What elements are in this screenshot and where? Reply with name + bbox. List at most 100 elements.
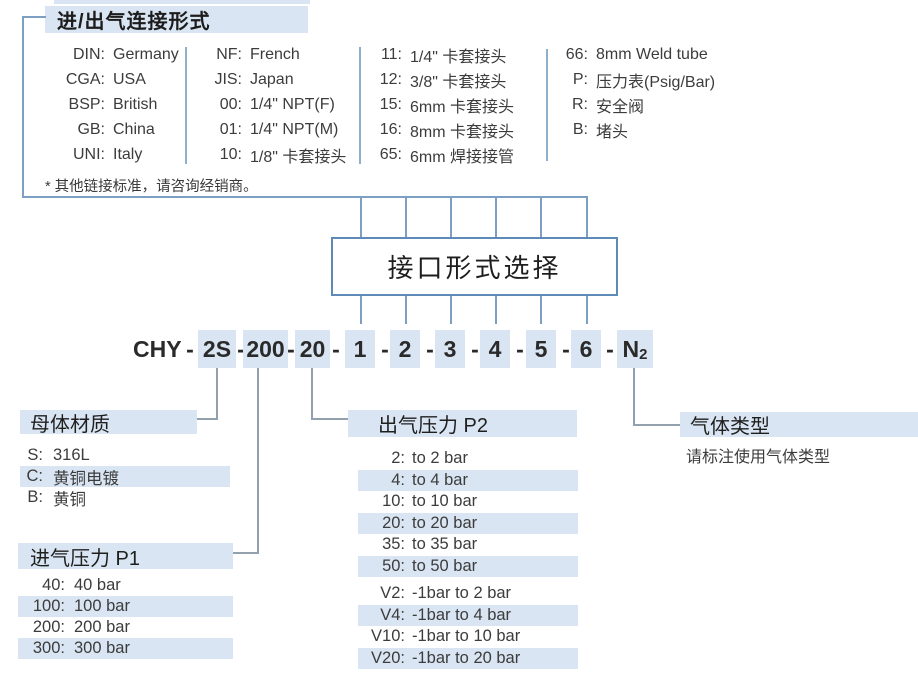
code-label: DIN: xyxy=(73,45,105,63)
code-label: 11: xyxy=(380,45,402,63)
option-value: to 20 bar xyxy=(412,514,478,532)
code-label: JIS: xyxy=(214,70,242,88)
table-row: DIN: Germany xyxy=(45,42,179,67)
connector-line xyxy=(22,16,46,18)
code-value: Germany xyxy=(113,45,179,63)
list-item: 50: to 50 bar xyxy=(358,556,578,577)
list-item: V4:-1bar to 4 bar xyxy=(358,605,578,626)
code-dash: - xyxy=(237,336,245,362)
list-item: 35: to 35 bar xyxy=(358,534,578,555)
option-code: 35: xyxy=(382,535,405,553)
option-code: V4: xyxy=(380,606,405,624)
code-value: China xyxy=(113,120,155,138)
table-row: NF: French xyxy=(198,42,346,67)
code-value: French xyxy=(250,45,300,63)
connection-table-column-standards: DIN:Germany CGA:USA BSP:British GB:China… xyxy=(45,42,179,167)
code-value: 1/8" 卡套接头 xyxy=(250,148,347,166)
connector-line xyxy=(449,296,452,324)
list-item: V10:-1bar to 10 bar xyxy=(358,626,578,647)
table-row: BSP: British xyxy=(45,92,179,117)
code-dash: - xyxy=(606,336,614,362)
option-code: 2: xyxy=(391,449,405,467)
code-dash: - xyxy=(516,336,524,362)
code-value: 堵头 xyxy=(596,123,629,141)
connector-line xyxy=(216,368,218,420)
list-item: 20:to 20 bar xyxy=(358,513,578,534)
code-value: 6mm 焊接接管 xyxy=(410,148,515,166)
table-row: B:堵头 xyxy=(556,117,715,142)
code-segment-port-3: 3 xyxy=(435,330,465,368)
code-label: BSP: xyxy=(68,95,105,113)
connector-line xyxy=(311,368,313,420)
table-row: 01:1/4" NPT(M) xyxy=(198,117,346,142)
table-row: R:安全阀 xyxy=(556,92,715,117)
connector-line xyxy=(257,368,259,554)
code-value: 1/4" NPT(M) xyxy=(250,120,339,138)
cropped-top-strip xyxy=(54,0,310,4)
table-row: 15: 6mm 卡套接头 xyxy=(372,92,514,117)
option-value: 100 bar xyxy=(74,597,130,615)
connector-line xyxy=(311,418,350,420)
connection-form-title: 进/出气连接形式 xyxy=(45,6,308,33)
table-row: P: 压力表(Psig/Bar) xyxy=(556,67,715,92)
connection-table-column-npt: NF:French JIS:Japan 00:1/4" NPT(F) 01:1/… xyxy=(198,42,346,167)
option-code: 40: xyxy=(42,576,65,594)
connector-line xyxy=(494,296,497,324)
code-value: British xyxy=(113,95,158,113)
option-value: to 50 bar xyxy=(412,557,478,575)
option-code: V20: xyxy=(371,649,405,667)
code-label: 15: xyxy=(379,95,402,113)
connector-line xyxy=(633,368,635,426)
table-row: 10:1/8" 卡套接头 xyxy=(198,142,347,167)
code-label: GB: xyxy=(77,120,105,138)
table-row: 12: 3/8" 卡套接头 xyxy=(372,67,514,92)
footnote: * 其他链接标准，请咨询经销商。 xyxy=(45,179,258,195)
inlet-pressure-section-title: 进气压力 P1 xyxy=(18,543,233,570)
code-value: 8mm Weld tube xyxy=(596,45,708,63)
column-divider xyxy=(546,49,548,161)
connector-line xyxy=(197,418,218,420)
column-divider xyxy=(185,47,187,164)
option-value: to 35 bar xyxy=(412,535,478,553)
code-value: 压力表(Psig/Bar) xyxy=(596,73,716,91)
list-item: C:黄铜电镀 xyxy=(20,466,230,488)
table-row: 16:8mm 卡套接头 xyxy=(372,117,514,142)
option-code: 4: xyxy=(391,471,405,489)
code-label: 12: xyxy=(379,70,402,88)
list-item: S:316L xyxy=(20,445,230,466)
option-value: -1bar to 20 bar xyxy=(412,649,521,667)
code-value: 安全阀 xyxy=(596,98,645,116)
option-value: 黄铜 xyxy=(53,490,86,509)
connector-line xyxy=(585,296,588,324)
connector-line xyxy=(22,196,587,198)
code-label: 66: xyxy=(565,45,588,63)
code-segment-port-6: 6 xyxy=(571,330,601,368)
code-label: P: xyxy=(572,70,588,88)
connector-line xyxy=(404,196,407,238)
option-code: 10: xyxy=(382,492,405,510)
gas-type-section-title: 气体类型 xyxy=(680,412,918,438)
code-dash: - xyxy=(332,336,340,362)
code-value: 6mm 卡套接头 xyxy=(410,98,515,116)
list-item: 100:100 bar xyxy=(18,596,233,617)
connector-line xyxy=(449,196,452,238)
code-segment-port-5: 5 xyxy=(526,330,556,368)
code-label: 00: xyxy=(219,95,242,113)
list-item: 10:to 10 bar xyxy=(358,491,578,512)
option-code: 50: xyxy=(382,557,405,575)
option-code: V2: xyxy=(380,584,405,602)
code-value: 3/8" 卡套接头 xyxy=(410,73,507,91)
option-value: 40 bar xyxy=(74,576,121,594)
code-segment-prefix: CHY xyxy=(133,336,182,362)
option-value: 200 bar xyxy=(74,618,130,636)
code-segment-outlet-pressure: 20 xyxy=(295,330,330,368)
code-value: Italy xyxy=(113,145,143,163)
connection-table-column-fittings: 11:1/4" 卡套接头 12:3/8" 卡套接头 15:6mm 卡套接头 16… xyxy=(372,42,514,167)
interface-selection-box: 接口形式选择 xyxy=(331,237,618,296)
code-value: USA xyxy=(113,70,146,88)
option-code: 200: xyxy=(32,618,65,636)
option-code: V10: xyxy=(371,627,405,645)
list-item: 4:to 4 bar xyxy=(358,470,578,491)
code-label: NF: xyxy=(216,45,242,63)
table-row: 00:1/4" NPT(F) xyxy=(198,92,346,117)
